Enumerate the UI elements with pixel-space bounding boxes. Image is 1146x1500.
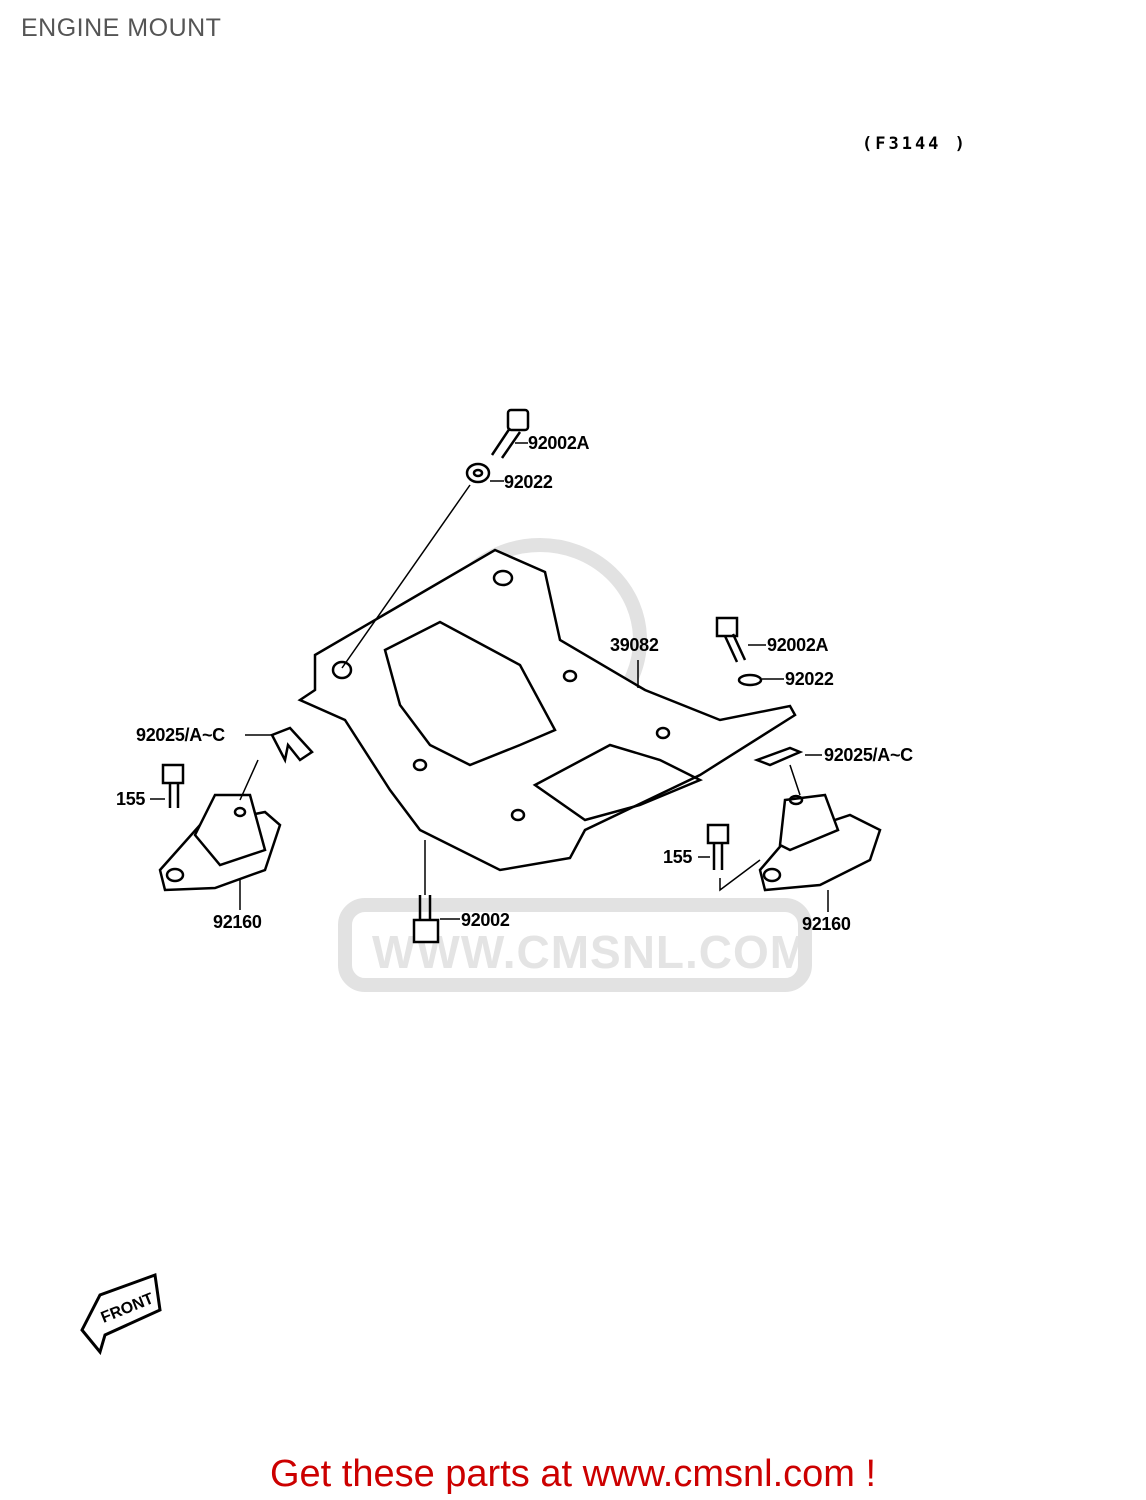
engine-mount-92160-right	[706, 764, 882, 912]
callout-bracket: 39082	[610, 635, 659, 655]
callout-bolt-155-right: 155	[663, 847, 693, 867]
callout-mount-right: 92160	[802, 914, 851, 934]
washer-92022-right	[737, 673, 763, 687]
shim-92025-left	[270, 726, 314, 764]
bracket-39082	[297, 548, 797, 872]
callout-shim-left: 92025/A~C	[136, 725, 225, 745]
callout-washer-top: 92022	[504, 472, 553, 492]
engine-mount-92160-left	[158, 759, 282, 910]
front-arrow-icon	[80, 1272, 162, 1356]
diagram-code: (F3144 )	[862, 134, 968, 154]
bolt-92002a-right	[715, 616, 747, 663]
callout-mount-left: 92160	[213, 912, 262, 932]
callout-bolt-right: 92002A	[767, 635, 829, 655]
callout-bolt-top: 92002A	[528, 433, 590, 453]
callout-bolt-bottom: 92002	[461, 910, 510, 930]
bolt-92002a-top	[490, 408, 530, 459]
page-title: ENGINE MOUNT	[21, 14, 222, 42]
callout-washer-right: 92022	[785, 669, 834, 689]
bolt-92002-bottom	[412, 840, 440, 944]
watermark: WWW.CMSNL.COM	[372, 926, 810, 978]
callout-bolt-155-left: 155	[116, 789, 146, 809]
washer-92022-top	[465, 462, 491, 484]
callout-shim-right: 92025/A~C	[824, 745, 913, 765]
footer-link[interactable]: Get these parts at www.cmsnl.com !	[269, 1453, 877, 1495]
shim-92025-right	[753, 746, 804, 767]
